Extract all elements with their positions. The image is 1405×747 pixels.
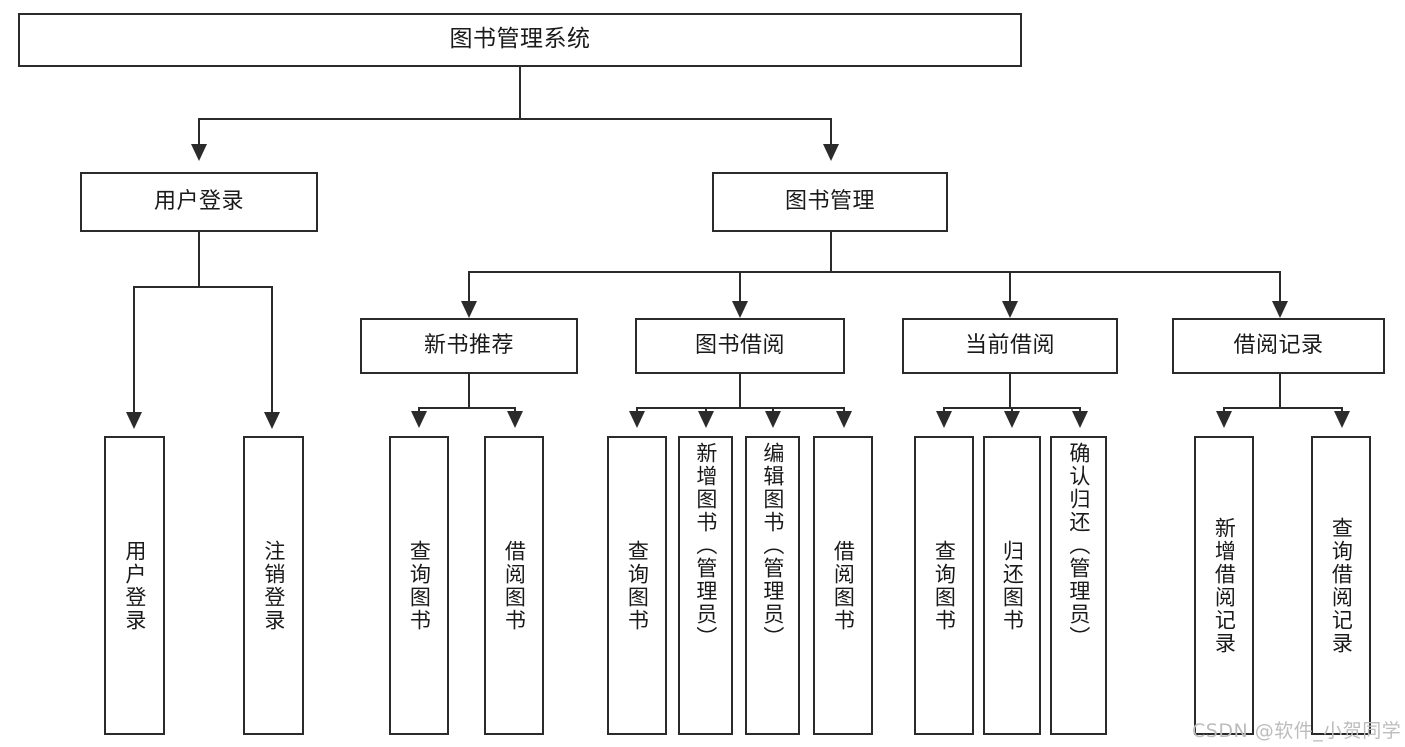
node-label: 新增借阅记录 (1212, 516, 1237, 655)
node-label: 查询借阅记录 (1329, 516, 1354, 655)
node-label: 查询图书 (625, 539, 650, 632)
arrowhead-book-borrow-leaf-1 (629, 411, 645, 428)
arrowhead-current-borrow-leaf-2 (1004, 411, 1020, 428)
node-leaf-return-book[interactable]: 归还图书 (983, 436, 1041, 735)
node-leaf-query-book-borrow[interactable]: 查询图书 (607, 436, 667, 735)
node-leaf-query-borrow-record[interactable]: 查询借阅记录 (1311, 436, 1371, 735)
connector-new-book-recommend-stem (468, 374, 470, 408)
connector-new-book-recommend-branch-2 (514, 407, 516, 412)
node-leaf-logout[interactable]: 注销登录 (243, 436, 304, 735)
arrowhead-new-book-recommend-leaf-2 (507, 411, 523, 428)
arrowhead-borrow-record-leaf-1 (1216, 411, 1232, 428)
arrowhead-current-borrow-leaf-1 (936, 411, 952, 428)
node-label: 用户登录 (153, 188, 244, 214)
connector-root-bus (198, 118, 832, 120)
connector-user-login-stem (198, 232, 200, 287)
arrowhead-book-manage-to-new-book-recommend (461, 301, 477, 318)
arrowhead-root-to-user-login (191, 144, 207, 161)
arrowhead-book-borrow-leaf-3 (765, 411, 781, 428)
connector-book-borrow-branch-2 (705, 407, 707, 412)
connector-current-borrow-branch-2 (1011, 407, 1013, 412)
node-leaf-user-login[interactable]: 用户登录 (104, 436, 165, 735)
node-label: 查询图书 (407, 539, 432, 632)
node-leaf-query-book-current[interactable]: 查询图书 (914, 436, 974, 735)
node-label: 借阅记录 (1233, 332, 1324, 358)
node-leaf-add-book-admin[interactable]: 新增图书（管理员） (678, 436, 733, 735)
arrowhead-book-borrow-leaf-4 (836, 411, 852, 428)
connector-new-book-recommend-branch-1 (418, 407, 420, 412)
connector-book-manage-branch-1 (468, 271, 470, 302)
node-book-borrow[interactable]: 图书借阅 (635, 318, 845, 374)
connector-book-borrow-bus (636, 407, 843, 409)
connector-root-stem (519, 67, 521, 119)
node-label: 当前借阅 (964, 332, 1055, 358)
connector-borrow-record-bus (1223, 407, 1341, 409)
node-leaf-borrow-book-borrow[interactable]: 借阅图书 (813, 436, 873, 735)
connector-current-borrow-stem (1009, 374, 1011, 408)
connector-current-borrow-branch-3 (1079, 407, 1081, 412)
node-borrow-record[interactable]: 借阅记录 (1172, 318, 1385, 374)
connector-root-to-user-login (198, 118, 200, 144)
node-leaf-edit-book-admin[interactable]: 编辑图书（管理员） (745, 436, 800, 735)
node-root-book-management-system[interactable]: 图书管理系统 (18, 13, 1022, 67)
connector-book-borrow-branch-3 (772, 407, 774, 412)
node-label: 确认归还（管理员） (1066, 442, 1091, 649)
connector-book-manage-branch-4 (1279, 271, 1281, 302)
node-user-login[interactable]: 用户登录 (80, 172, 318, 232)
node-label: 新书推荐 (423, 332, 514, 358)
connector-borrow-record-stem (1279, 374, 1281, 408)
connector-borrow-record-branch-1 (1223, 407, 1225, 412)
node-leaf-borrow-book-recommend[interactable]: 借阅图书 (484, 436, 544, 735)
node-current-borrow[interactable]: 当前借阅 (902, 318, 1118, 374)
node-leaf-add-borrow-record[interactable]: 新增借阅记录 (1194, 436, 1254, 735)
arrowhead-book-manage-to-current-borrow (1002, 301, 1018, 318)
arrowhead-user-login-leaf-1 (126, 412, 142, 429)
connector-book-borrow-branch-4 (843, 407, 845, 412)
connector-book-manage-branch-2 (739, 271, 741, 302)
node-label: 查询图书 (932, 539, 957, 632)
csdn-watermark: CSDN @软件_小贺同学 (1192, 720, 1402, 742)
node-label: 注销登录 (261, 539, 286, 632)
node-label: 归还图书 (1000, 539, 1025, 632)
arrowhead-root-to-book-manage (823, 144, 839, 161)
connector-current-borrow-branch-1 (943, 407, 945, 412)
node-label: 新增图书（管理员） (693, 442, 718, 649)
node-label: 图书管理 (784, 188, 875, 214)
arrowhead-user-login-leaf-2 (264, 412, 280, 429)
node-leaf-confirm-return-admin[interactable]: 确认归还（管理员） (1050, 436, 1107, 735)
node-label: 编辑图书（管理员） (760, 442, 785, 649)
connector-book-borrow-stem (739, 374, 741, 408)
arrowhead-new-book-recommend-leaf-1 (411, 411, 427, 428)
connector-book-manage-bus (468, 271, 1280, 273)
connector-book-manage-branch-3 (1009, 271, 1011, 302)
connector-book-borrow-branch-1 (636, 407, 638, 412)
arrowhead-borrow-record-leaf-2 (1334, 411, 1350, 428)
node-new-book-recommend[interactable]: 新书推荐 (360, 318, 578, 374)
connector-user-login-bus (133, 286, 271, 288)
node-label: 图书管理系统 (449, 26, 591, 53)
connector-root-to-book-manage (830, 118, 832, 144)
arrowhead-current-borrow-leaf-3 (1072, 411, 1088, 428)
node-book-management[interactable]: 图书管理 (712, 172, 948, 232)
connector-book-manage-stem (830, 232, 832, 272)
node-label: 借阅图书 (831, 539, 856, 632)
connector-new-book-recommend-bus (418, 407, 516, 409)
node-label: 用户登录 (122, 539, 147, 632)
node-leaf-query-book-recommend[interactable]: 查询图书 (389, 436, 449, 735)
node-label: 图书借阅 (694, 332, 785, 358)
connector-borrow-record-branch-2 (1341, 407, 1343, 412)
node-label: 借阅图书 (502, 539, 527, 632)
connector-user-login-branch-2 (271, 286, 273, 412)
arrowhead-book-manage-to-book-borrow (732, 301, 748, 318)
arrowhead-book-manage-to-borrow-record (1272, 301, 1288, 318)
connector-user-login-branch-1 (133, 286, 135, 412)
arrowhead-book-borrow-leaf-2 (698, 411, 714, 428)
